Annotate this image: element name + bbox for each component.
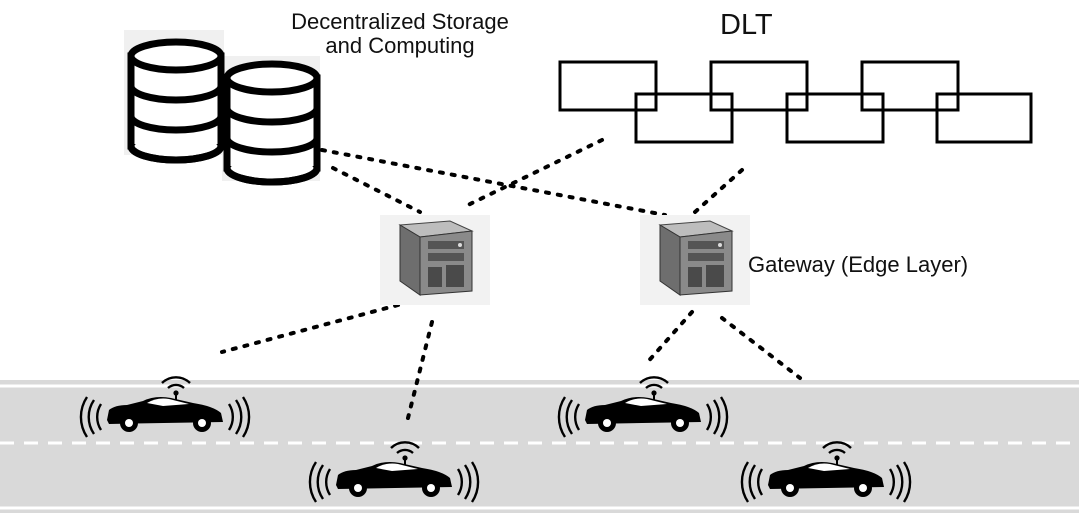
dlt-label: DLT (720, 9, 773, 41)
storage-label: Decentralized Storage and Computing (268, 9, 532, 59)
link-gateway-right-to-car-3 (643, 310, 694, 367)
server-icon (639, 214, 751, 306)
ledger-block (558, 60, 658, 112)
link-dlt-to-gateway-left (466, 138, 604, 207)
gateway-label: Gateway (Edge Layer) (748, 252, 969, 277)
dlt-ledger-chain (558, 60, 1033, 144)
server-icon (379, 214, 491, 306)
ledger-block (634, 92, 734, 144)
link-dlt-to-gateway-right (693, 168, 744, 214)
database-icon (131, 42, 221, 160)
ledger-block (935, 92, 1033, 144)
link-storage-to-gateway-left (331, 166, 422, 214)
link-gateway-left-to-car-2 (406, 320, 434, 420)
link-gateway-left-to-car-1 (220, 303, 400, 354)
network-links (220, 138, 802, 420)
storage-label-line-1: Decentralized Storage (291, 9, 509, 34)
link-gateway-right-to-road (720, 316, 802, 380)
decentralized-storage (124, 30, 320, 182)
ledger-block (785, 92, 885, 144)
database-icon (227, 64, 317, 182)
ledger-block (709, 60, 809, 112)
link-storage-to-gateway-right (320, 148, 667, 217)
ledger-block (860, 60, 960, 112)
storage-label-line-2: and Computing (325, 33, 475, 59)
